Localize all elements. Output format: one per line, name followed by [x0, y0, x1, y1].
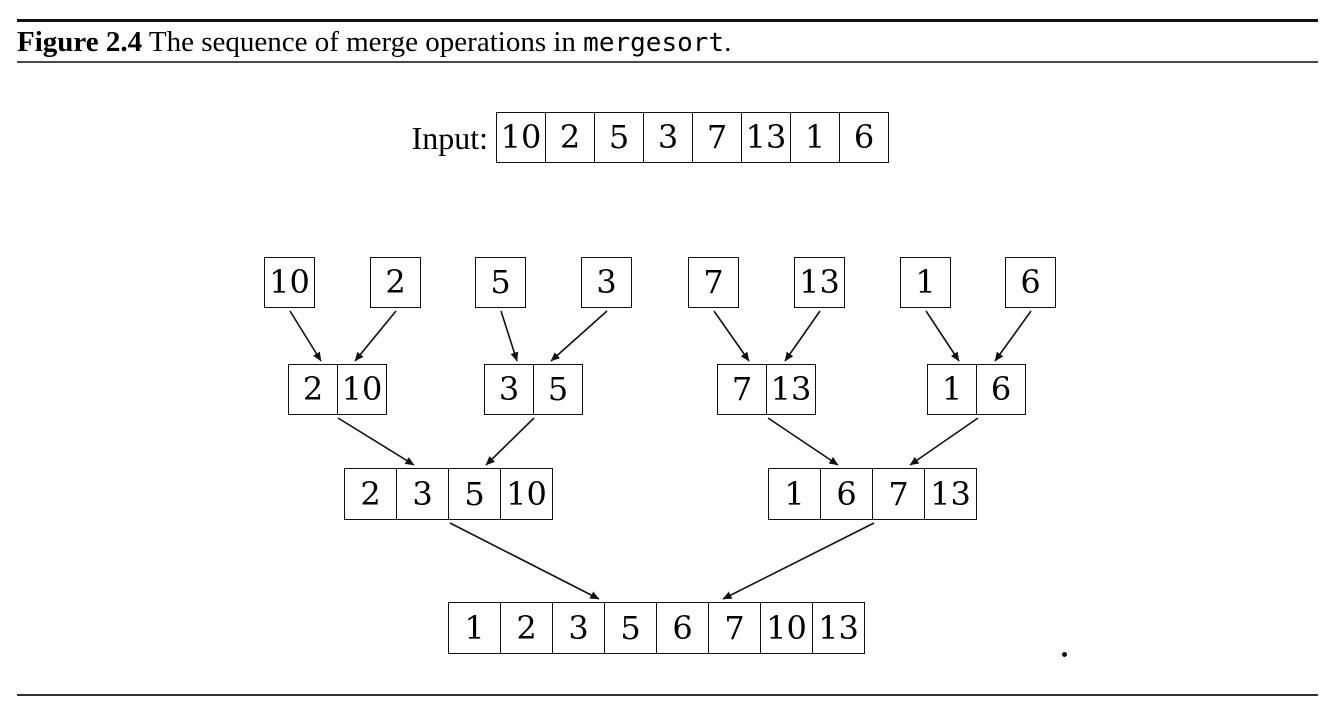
- merge-arrow: [909, 417, 979, 466]
- array-cell: 10: [500, 118, 542, 156]
- level1-box-6: 1: [900, 257, 951, 308]
- header-underline: [17, 61, 1318, 63]
- array-cell: 10: [337, 365, 386, 414]
- top-rule: [17, 19, 1318, 22]
- array-cell: 10: [760, 603, 812, 653]
- array-cell: 13: [766, 365, 815, 414]
- merge-arrow: [485, 417, 535, 466]
- level2-box-2: 7 13: [717, 364, 816, 415]
- array-cell: 5: [448, 469, 500, 519]
- array-cell: 6: [1020, 263, 1041, 301]
- array-cell: 7: [872, 469, 924, 519]
- merge-arrow: [550, 310, 608, 362]
- bottom-rule: [17, 694, 1318, 696]
- array-cell: 7: [703, 263, 724, 301]
- merge-arrow: [925, 310, 960, 362]
- array-cell: 6: [839, 113, 888, 162]
- merge-arrow: [337, 417, 415, 466]
- array-cell: 10: [269, 263, 310, 301]
- array-cell: 6: [820, 469, 872, 519]
- merge-arrow: [354, 310, 397, 362]
- figure-caption-text: The sequence of merge operations in: [148, 26, 576, 58]
- merge-arrow: [289, 310, 322, 362]
- array-cell: 3: [552, 603, 604, 653]
- array-cell: 5: [604, 603, 656, 653]
- array-cell: 2: [302, 370, 324, 408]
- array-cell: 5: [490, 263, 511, 301]
- array-cell: 3: [596, 263, 617, 301]
- array-cell: 2: [360, 475, 381, 513]
- array-cell: 6: [656, 603, 708, 653]
- array-cell: 1: [784, 475, 805, 513]
- array-cell: 1: [790, 113, 839, 162]
- level1-box-0: 10: [264, 257, 315, 308]
- array-cell: 3: [396, 469, 448, 519]
- figure-label: Figure 2.4: [17, 26, 143, 58]
- array-cell: 5: [594, 113, 643, 162]
- array-cell: 13: [741, 113, 790, 162]
- array-cell: 7: [731, 370, 753, 408]
- array-cell: 6: [976, 365, 1025, 414]
- array-cell: 2: [500, 603, 552, 653]
- merge-arrow: [713, 310, 750, 362]
- array-cell: 13: [924, 469, 976, 519]
- merge-arrow: [784, 310, 821, 362]
- merge-arrow: [500, 310, 519, 362]
- array-cell: 13: [799, 263, 840, 301]
- input-label: Input:: [411, 120, 488, 156]
- array-cell: 13: [812, 603, 864, 653]
- merge-arrow: [449, 522, 600, 600]
- array-cell: 3: [643, 113, 692, 162]
- level1-box-4: 7: [688, 257, 739, 308]
- array-cell: 5: [533, 365, 582, 414]
- array-cell: 10: [500, 469, 552, 519]
- array-cell: 1: [464, 609, 485, 647]
- array-cell: 1: [941, 370, 963, 408]
- level1-box-5: 13: [794, 257, 845, 308]
- array-cell: 7: [708, 603, 760, 653]
- level1-box-3: 3: [581, 257, 632, 308]
- array-cell: 2: [545, 113, 594, 162]
- array-cell: 7: [692, 113, 741, 162]
- array-cell: 3: [498, 370, 520, 408]
- stray-period: [1062, 652, 1067, 657]
- level2-box-0: 2 10: [288, 364, 387, 415]
- level1-box-2: 5: [475, 257, 526, 308]
- code-term: mergesort: [583, 28, 725, 58]
- level1-box-1: 2: [370, 257, 421, 308]
- merge-arrow: [722, 522, 875, 600]
- merge-arrow: [767, 417, 839, 466]
- array-cell: 2: [385, 263, 406, 301]
- merge-arrow: [994, 310, 1032, 362]
- figure-caption: Figure 2.4 The sequence of merge operati…: [17, 26, 731, 59]
- caption-period: .: [724, 26, 732, 58]
- level1-box-7: 6: [1005, 257, 1056, 308]
- array-cell: 1: [915, 263, 936, 301]
